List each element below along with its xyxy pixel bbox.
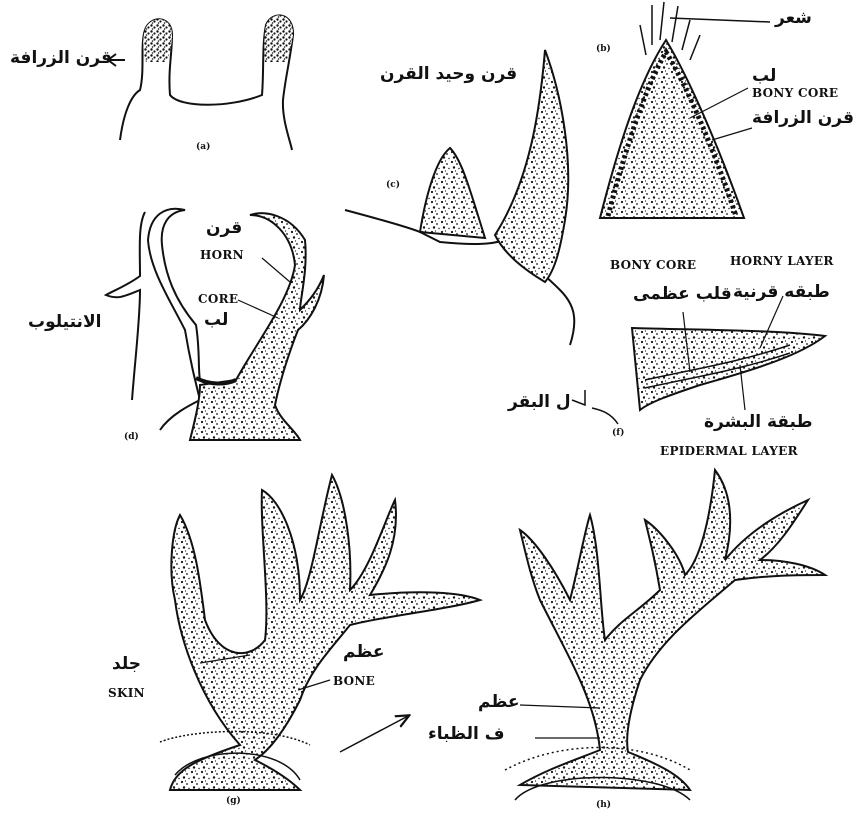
panel-g-caption: (g) [226,796,241,806]
panel-b-giraffe-horn-section [600,2,770,218]
panel-d-horn-label-en: HORN [200,248,244,262]
panel-h-caption: (h) [596,800,611,810]
panel-g-bone-ar: عظم [343,642,385,662]
panel-d-caption: (d) [124,432,139,442]
panel-f-bony-core-en: BONY CORE [610,258,696,272]
panel-f-epidermal-ar: طبقة البشرة [704,412,812,432]
panel-g-skin-en: SKIN [108,686,145,700]
panel-f-cattle-horn-section [572,296,825,424]
panel-g-bone-en: BONE [333,674,375,688]
panel-c-caption: (c) [386,180,400,190]
panel-d-horn-label-ar: قرن [206,218,242,238]
panel-f-caption: (f) [612,428,624,438]
panel-d-core-label-ar: لب [204,310,228,330]
panel-a-caption: (a) [196,142,210,152]
panel-a-label: قرن الزرافة [10,48,112,68]
panel-h-bone-ar: عظم [478,692,520,712]
panel-h-antler-bone [505,470,825,800]
panel-f-horny-layer-ar: طبقه قرنية [733,282,830,302]
panel-b-core-label-en: BONY CORE [752,86,838,100]
panel-h-label: ف الظباء [428,724,504,744]
panel-c-rhino-horn [345,50,574,345]
panel-b-caption: (b) [596,44,611,54]
panel-b-label: قرن الزرافة [752,108,854,128]
panel-f-epidermal-en: EPIDERMAL LAYER [660,444,798,458]
panel-g-skin-ar: جلد [112,654,141,674]
panel-b-hair-label: شعر [775,8,812,28]
panel-f-bony-core-ar: قلب عظمى [633,284,732,304]
panel-f-label: ل البقر [508,392,571,412]
panel-d-core-label-en: CORE [198,292,238,306]
panel-c-label: قرن وحيد القرن [380,64,517,84]
panel-a-giraffe-horns [108,15,293,150]
panel-d-label: الانتيلوب [28,312,101,332]
panel-f-horny-layer-en: HORNY LAYER [730,254,834,268]
panel-b-core-label-ar: لب [752,66,776,86]
